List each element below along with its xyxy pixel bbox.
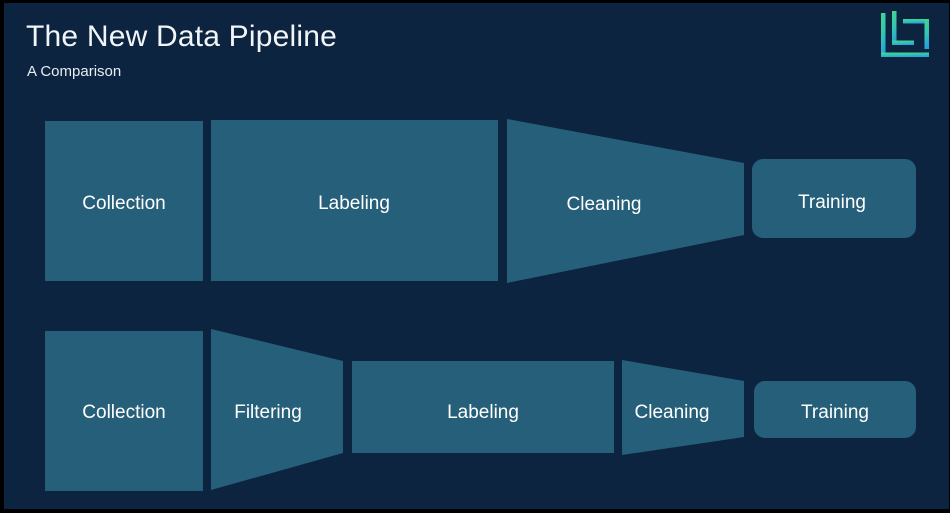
pipeline-shapes bbox=[45, 119, 916, 491]
shape-row1-collection bbox=[45, 121, 203, 281]
stage-label-row2-labeling[interactable]: Labeling bbox=[447, 402, 519, 423]
shape-row2-training bbox=[754, 381, 916, 438]
stage-label-row1-cleaning[interactable]: Cleaning bbox=[566, 194, 642, 215]
shape-row2-labeling bbox=[352, 361, 614, 453]
stage-label-row2-training[interactable]: Training bbox=[801, 402, 869, 423]
stage-label-row2-collection[interactable]: Collection bbox=[82, 402, 166, 423]
stage-label-row2-filtering[interactable]: Filtering bbox=[234, 402, 302, 423]
bracket-logo-icon bbox=[881, 11, 929, 57]
shape-row1-labeling bbox=[211, 120, 498, 281]
stage-label-row1-labeling[interactable]: Labeling bbox=[318, 193, 390, 214]
page-subtitle: A Comparison bbox=[27, 63, 122, 80]
shape-row1-cleaning bbox=[507, 119, 744, 283]
shape-row2-cleaning bbox=[622, 360, 744, 455]
page-title: The New Data Pipeline bbox=[26, 20, 338, 53]
shape-row2-collection bbox=[45, 331, 203, 491]
stage-label-row1-collection[interactable]: Collection bbox=[82, 193, 166, 214]
stage-label-row1-training[interactable]: Training bbox=[798, 192, 866, 213]
shape-row1-training bbox=[752, 159, 916, 238]
stage-label-row2-cleaning[interactable]: Cleaning bbox=[634, 402, 710, 423]
shape-row2-filtering bbox=[211, 329, 343, 490]
